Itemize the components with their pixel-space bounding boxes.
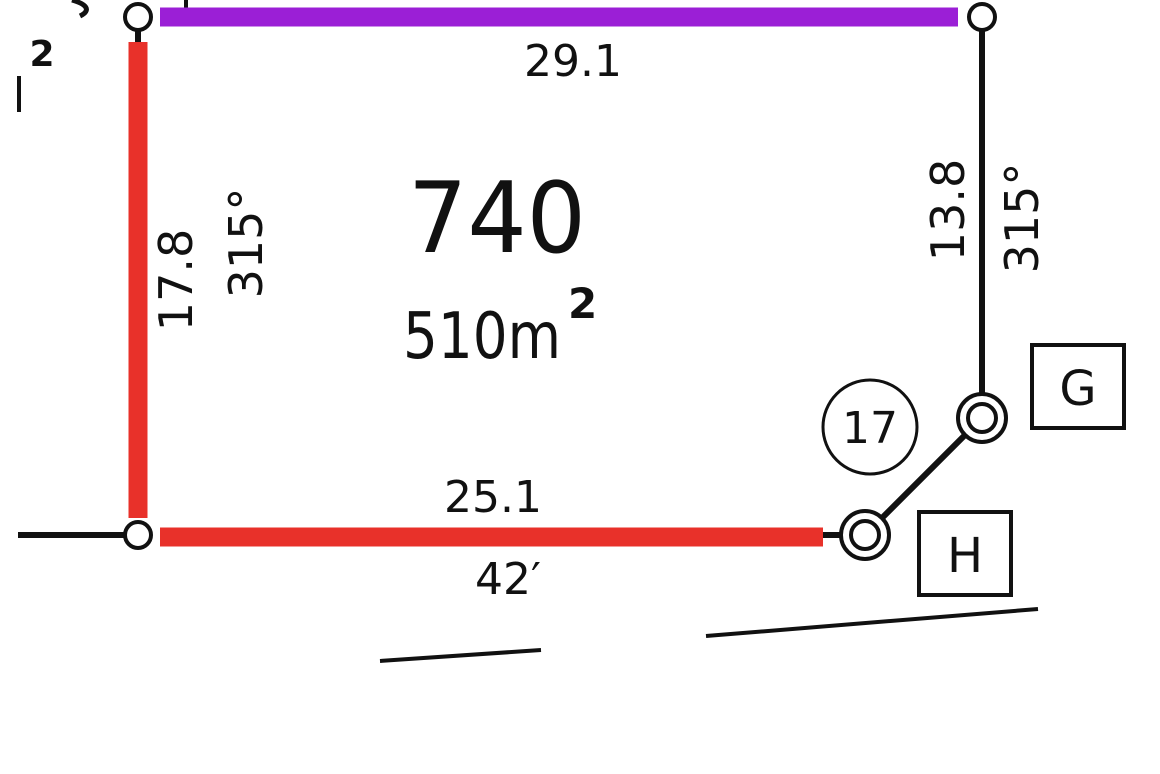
splay-line (862, 415, 985, 538)
peg-bottom-left (123, 520, 153, 550)
peg-top-right (967, 2, 997, 32)
top-length-label: 29.1 (524, 36, 622, 87)
peg-splay-upper (956, 392, 1008, 444)
box-marker-h (917, 510, 1013, 597)
peg-top-left (123, 2, 153, 32)
bottom-length-label: 25.1 (444, 472, 542, 523)
edge-fragment-top-left-glyph (71, 0, 89, 19)
lot-area: 510m (403, 300, 561, 374)
lot-area-superscript: 2 (568, 279, 597, 328)
peg-splay-lower (839, 509, 891, 561)
box-marker-h-label: H (947, 528, 983, 584)
road-line-left (379, 648, 542, 663)
left-length-label: 17.8 (149, 229, 203, 331)
peg-splay-upper-inner (966, 402, 998, 434)
right-length-label: 13.8 (921, 159, 975, 261)
circled-marker (821, 378, 919, 476)
lot-number: 740 (408, 162, 586, 276)
circled-marker-label: 17 (842, 403, 898, 454)
bottom-feet-label: 42′ (475, 554, 541, 605)
box-marker-g-label: G (1059, 361, 1096, 417)
box-marker-g (1030, 343, 1126, 430)
left-bearing-label: 315° (219, 188, 273, 299)
edge-fragment-number: 2 (29, 34, 54, 75)
road-line-right (705, 607, 1039, 638)
peg-splay-lower-inner (849, 519, 881, 551)
right-bearing-label: 315° (995, 163, 1049, 274)
